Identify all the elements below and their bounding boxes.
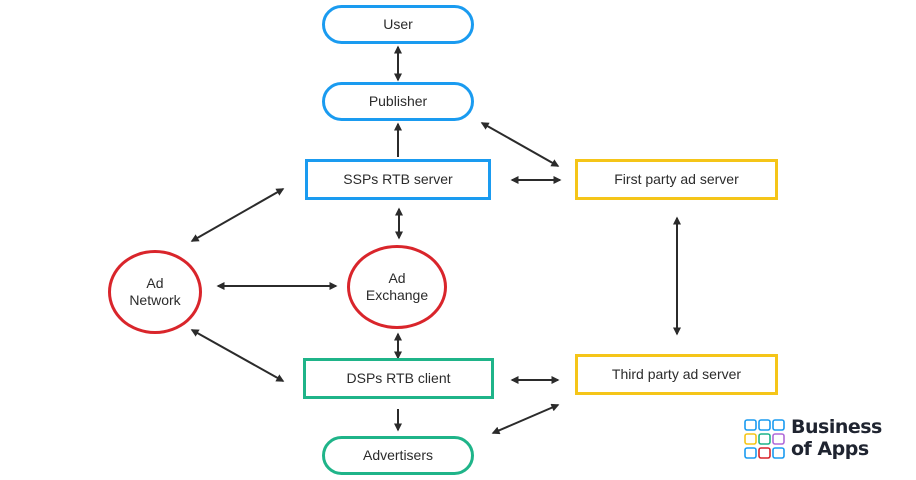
node-ad-network-label: Ad Network [129, 274, 181, 309]
node-publisher: Publisher [322, 82, 474, 121]
node-advertisers: Advertisers [322, 436, 474, 475]
business-of-apps-logo: Business of Apps [744, 416, 904, 462]
logo-wordmark: Business of Apps [791, 416, 882, 460]
arrow-adnetwork-ssps [190, 188, 285, 242]
node-ssps-rtb-server: SSPs RTB server [305, 159, 491, 200]
node-first-party-ad-server-label: First party ad server [614, 170, 739, 187]
logo-line-2: of Apps [791, 438, 869, 460]
node-ad-network: Ad Network [108, 250, 202, 334]
node-third-party-ad-server-label: Third party ad server [611, 365, 742, 382]
node-ad-exchange: Ad Exchange [347, 245, 447, 329]
node-ad-exchange-label: Ad Exchange [365, 269, 429, 304]
node-first-party-ad-server: First party ad server [575, 159, 778, 200]
node-dsps-rtb-client: DSPs RTB client [303, 358, 494, 399]
arrow-advertisers-thirdparty [491, 403, 560, 435]
node-dsps-rtb-client-label: DSPs RTB client [346, 369, 451, 386]
node-user-label: User [383, 15, 413, 32]
node-advertisers-label: Advertisers [362, 446, 434, 463]
logo-line-1: Business [791, 416, 882, 438]
node-third-party-ad-server: Third party ad server [575, 354, 778, 395]
node-user: User [322, 5, 474, 44]
arrow-publisher-firstparty [480, 122, 560, 167]
logo-grid-icon [744, 419, 785, 459]
node-publisher-label: Publisher [368, 92, 428, 109]
arrow-adnetwork-dsps [190, 329, 285, 382]
node-ssps-rtb-server-label: SSPs RTB server [343, 170, 453, 187]
